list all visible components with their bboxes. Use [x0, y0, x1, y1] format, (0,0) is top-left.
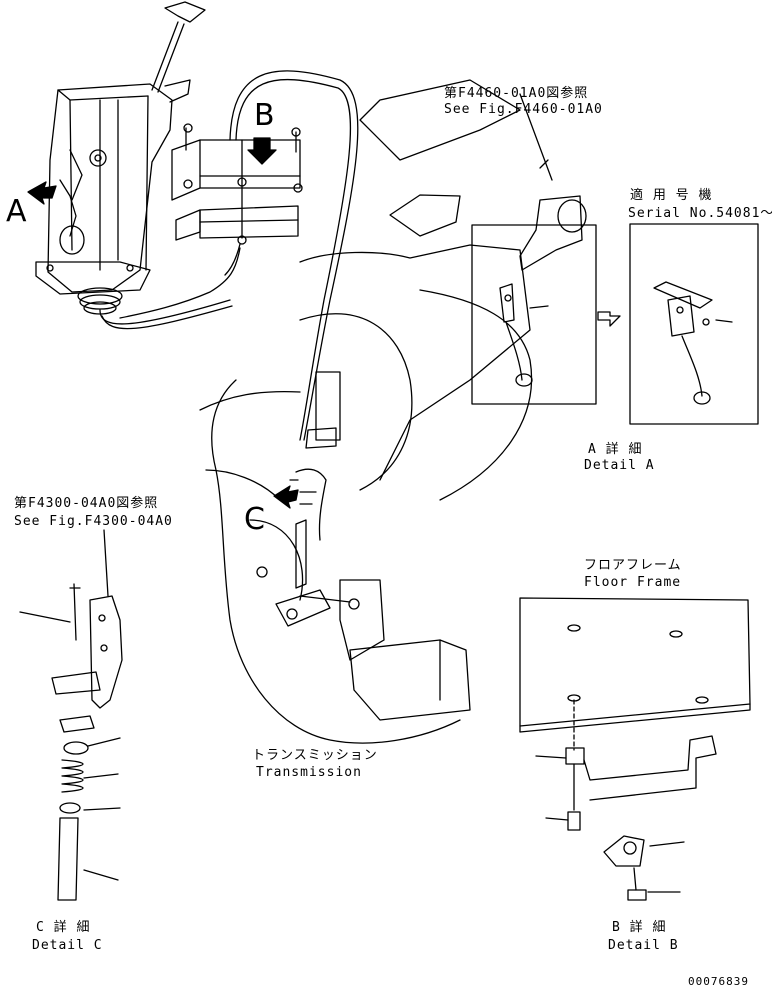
bracket-b	[171, 123, 303, 276]
detail-c-jp: C 詳 細	[36, 920, 91, 935]
ref-c-jp: 第F4300-04A0図参照	[14, 496, 159, 511]
callout-c: C	[244, 502, 266, 537]
drawing-number: 00076839	[688, 975, 749, 988]
floor-frame-en: Floor Frame	[584, 575, 682, 590]
floor-frame-jp: フロアフレーム	[584, 558, 682, 573]
transmission-en: Transmission	[256, 765, 362, 780]
control-cable	[119, 70, 359, 441]
detail-b-jp: B 詳 細	[612, 920, 667, 935]
detail-b-en: Detail B	[608, 938, 679, 953]
callout-a: A	[6, 194, 28, 229]
transmission-jp: トランスミッション	[252, 748, 378, 763]
detail-a-panels	[471, 93, 759, 425]
detail-a-en: Detail A	[584, 458, 655, 473]
detail-a-jp: A 詳 細	[588, 442, 643, 457]
transmission-body	[199, 79, 533, 744]
serial-en: Serial No.54081～	[628, 206, 772, 221]
serial-jp: 適 用 号 機	[630, 188, 713, 203]
ref-c-en: See Fig.F4300-04A0	[14, 514, 173, 529]
detail-b-parts	[519, 597, 751, 901]
detail-c-en: Detail C	[32, 938, 103, 953]
ref-a-jp: 第F4460-01A0図参照	[444, 86, 589, 101]
detail-c-parts	[19, 529, 123, 901]
control-lever-assembly	[27, 1, 233, 330]
callout-b: B	[254, 98, 276, 133]
ref-a-en: See Fig.F4460-01A0	[444, 102, 603, 117]
